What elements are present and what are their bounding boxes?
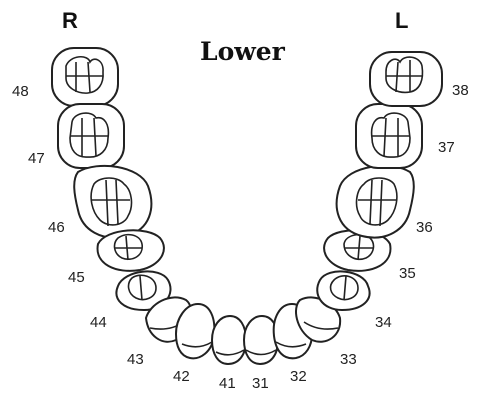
label-31: 31 [252,375,269,392]
side-label-right: R [62,8,78,33]
label-33: 33 [340,351,357,368]
label-37: 37 [438,139,455,156]
label-35: 35 [399,265,416,282]
label-44: 44 [90,314,107,331]
label-32: 32 [290,368,307,385]
label-34: 34 [375,314,392,331]
tooth-38[interactable] [369,51,443,107]
diagram-title: Lower [200,37,286,66]
label-36: 36 [416,219,433,236]
tooth-46[interactable] [73,164,153,239]
label-38: 38 [452,82,469,99]
label-46: 46 [48,219,65,236]
tooth-48[interactable] [51,47,119,107]
label-42: 42 [173,368,190,385]
tooth-41[interactable] [210,314,248,366]
tooth-31[interactable] [242,314,280,366]
tooth-37[interactable] [355,103,423,169]
tooth-36[interactable] [335,164,415,239]
tooth-44[interactable] [115,270,172,312]
tooth-47[interactable] [57,103,125,169]
label-48: 48 [12,83,29,100]
label-47: 47 [28,150,45,167]
tooth-34[interactable] [316,270,371,312]
label-45: 45 [68,269,85,286]
side-label-left: L [395,8,408,33]
tooth-45[interactable] [96,229,165,272]
label-41: 41 [219,375,236,392]
label-43: 43 [127,351,144,368]
